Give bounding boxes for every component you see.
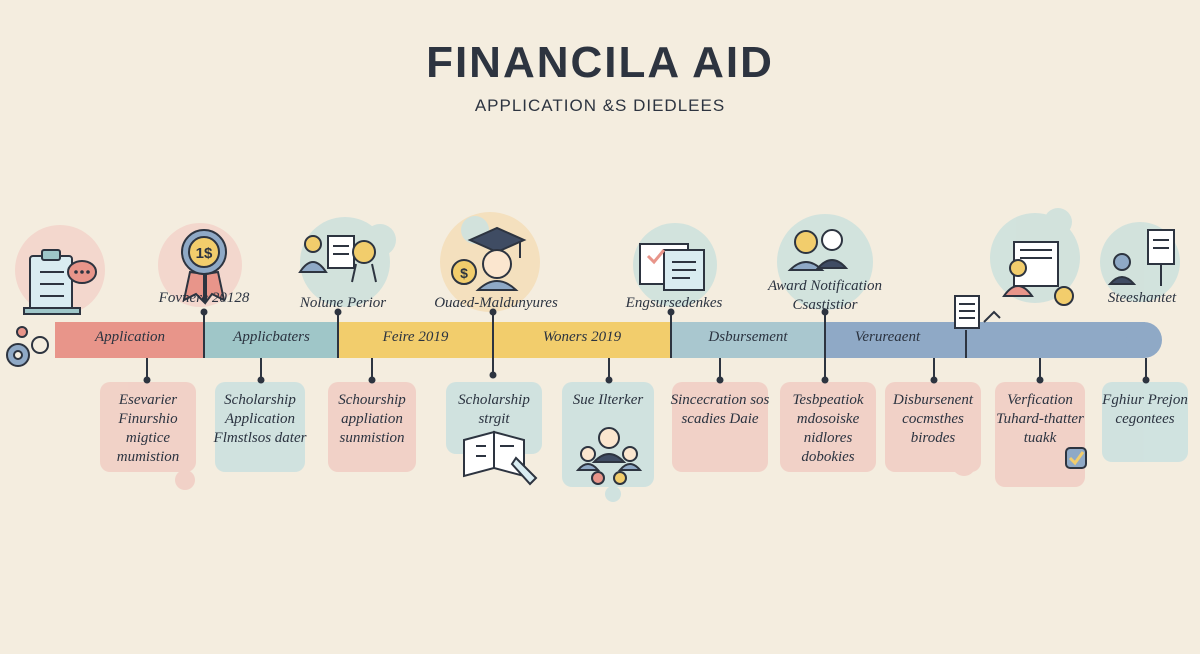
segment-label-3: Feire 2019 <box>382 329 449 345</box>
top-label-3: Ouaed-Maldunyures <box>434 295 558 311</box>
page-title: FINANCILA AID <box>426 38 774 87</box>
segment-label-4: Woners 2019 <box>542 329 622 345</box>
document-check-icon <box>639 243 705 291</box>
bottom-label-4: Scholarship strgit <box>458 392 530 427</box>
top-label-5: Award Notification Csastistior <box>767 278 883 313</box>
chart-easel-icon <box>1002 241 1074 306</box>
presenter-stand-icon <box>1107 229 1175 286</box>
bottom-cards <box>100 382 1188 502</box>
bottom-label-3: Schourship appliation sunmistion <box>338 392 406 446</box>
bottom-label-10: Fghiur Prejon cegontees <box>1102 392 1188 427</box>
page-subtitle: APPLICATION &S DIEDLEES <box>474 96 726 115</box>
bottom-label-1: Esevarier Finurshio migtice mumistion <box>116 392 180 465</box>
timeline-bar <box>55 322 1162 358</box>
segment-label-5: Dsbursement <box>708 329 788 345</box>
coin-icon: $ <box>451 259 477 285</box>
bottom-label-8: Disbursenent cocmsthes birodes <box>893 392 973 446</box>
segment-label-6: Verureaent <box>854 329 921 345</box>
bottom-label-9: Verfication Tuhard-thatter tuakk <box>996 392 1084 446</box>
people-profile-icon <box>787 229 849 271</box>
bottom-connector-dots <box>143 371 1150 384</box>
top-connector-dots <box>200 308 829 316</box>
clipboard-checklist-icon <box>23 249 81 315</box>
graduate-icon <box>467 226 527 291</box>
chat-bubble-icon <box>67 260 97 284</box>
top-label-2: Nolune Perior <box>299 295 387 311</box>
team-icon <box>575 427 643 485</box>
paper-list-icon <box>954 295 1001 329</box>
presenter-board-icon <box>298 235 377 283</box>
bottom-label-5: Sue Ilterker <box>572 392 644 408</box>
svg-text:1$: 1$ <box>196 245 213 262</box>
segment-label-1: Application <box>95 329 165 345</box>
top-label-6: Steeshantet <box>1107 290 1177 306</box>
segment-label-2: Applicbaters <box>233 329 310 345</box>
bottom-label-6: Sincecration sos scadies Daie <box>670 392 770 427</box>
bottom-connectors <box>146 358 1147 380</box>
dollar-medal-icon: 1$ <box>181 229 227 305</box>
top-label-1: Fovnere 20128 <box>158 290 250 306</box>
book-pointer-icon <box>463 430 538 486</box>
checkbox-icon <box>1065 447 1087 469</box>
bottom-label-2: Scholarship Application Flmstlsos dater <box>213 392 307 446</box>
bottom-label-7: Tesbpeatiok mdosoiske nidlores dobokies <box>792 392 864 465</box>
svg-text:$: $ <box>460 265 468 281</box>
top-label-4: Engsursedenkes <box>625 295 723 311</box>
top-connectors <box>203 312 967 375</box>
gears-icon <box>6 326 49 367</box>
